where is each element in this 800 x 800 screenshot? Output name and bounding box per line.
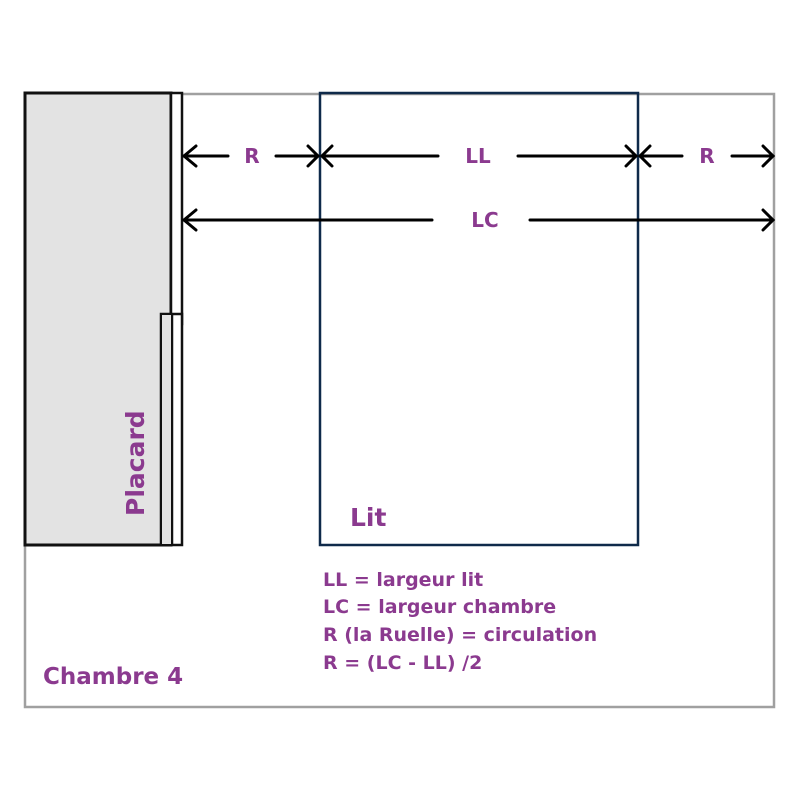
legend-line-3: R (la Ruelle) = circulation [323,624,597,646]
legend-line-2: LC = largeur chambre [323,596,556,618]
legend-line-1: LL = largeur lit [323,569,483,591]
closet-door-lower-fill [162,315,171,544]
dim-lc-label: LC [471,208,498,232]
dim-ll-arrowhead-left [319,144,334,168]
dim-ll-arrowhead-right [624,144,639,168]
bed: Lit [318,91,640,547]
closet-label: Placard [121,410,150,516]
closet: Placard [23,91,184,547]
closet-door-upper [169,91,184,326]
closet-body [23,91,173,547]
dim-r-right-arrowhead-right [761,144,776,168]
bed-label: Lit [350,503,386,532]
dim-r-right-arrowhead-left [637,144,652,168]
dimension-row-room [181,208,776,232]
dim-r-left-arrowhead-left [181,144,198,168]
room-name: Chambre 4 [43,664,183,690]
dim-ll-label: LL [465,144,491,168]
dim-lc-arrowhead-right [761,208,776,232]
bed-outline [318,91,640,547]
dim-r-right-label: R [699,144,714,168]
dimension-row-bed [181,144,776,168]
dim-r-left-label: R [244,144,259,168]
dim-r-left-arrowhead-right [306,144,321,168]
legend-line-4: R = (LC - LL) /2 [323,652,482,674]
legend: LL = largeur lit LC = largeur chambre R … [323,569,597,674]
dim-lc-arrowhead-left [181,208,198,232]
